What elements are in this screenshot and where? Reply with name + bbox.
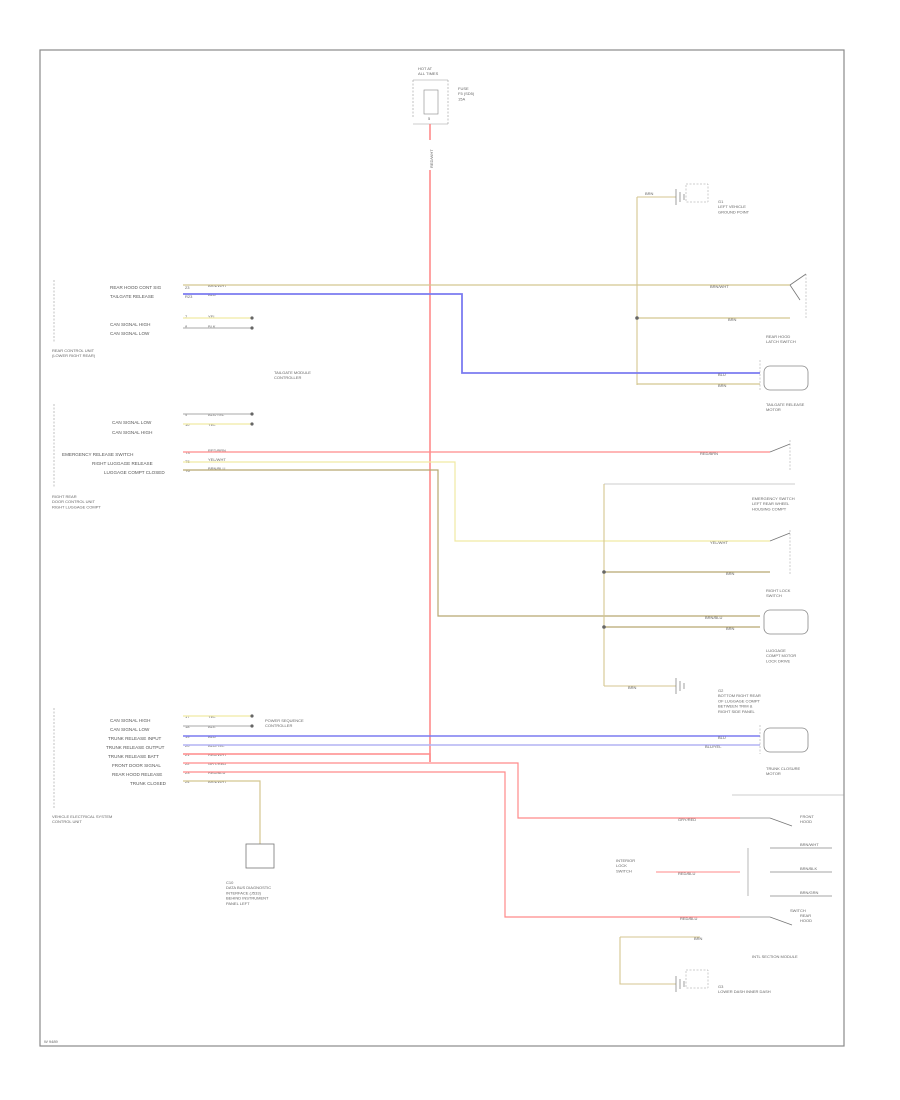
vcu-pin-name-6: FRONT DOOR SIGNAL (112, 763, 161, 768)
rcu-pin-num-4: 8 (185, 324, 188, 329)
intl-section-module: INTL SECTION MODULE (752, 954, 798, 959)
footer-code: W 9489 (44, 1039, 59, 1044)
emergency-switch-wire: RED/BRN (700, 451, 718, 456)
trunk-motor-wire2: BLU/YEL (705, 744, 722, 749)
rear-control-unit-label: REAR CONTROL UNIT(LOWER RIGHT REAR) (52, 348, 96, 358)
switch-pin-1: BRN/WHT (800, 842, 819, 847)
luggage-motor-wire2: BRN (726, 626, 735, 631)
rcu-pin-color-4: BLK (208, 324, 216, 329)
rear-hood-sw-wire: RED/BLU (680, 916, 697, 921)
vcu-pin-name-2: CAN SIGNAL LOW (110, 727, 150, 732)
vcu-pin-name-1: CAN SIGNAL HIGH (110, 718, 150, 723)
diagram-frame (39, 49, 845, 1047)
rear-hood-switch-wire: BRN/WHT (710, 284, 729, 289)
rdc-pin-name-3: EMERGENCY RELEASE SWITCH (62, 452, 133, 457)
rcu-pin-name-3: CAN SIGNAL HIGH (110, 322, 150, 327)
vcu-pin-name-7: REAR HOOD RELEASE (112, 772, 162, 777)
tailgate-motor-wire2: BRN (718, 383, 727, 388)
rcu-pin-color-3: YEL (208, 314, 216, 319)
rdc-pin-name-4: RIGHT LUGGAGE RELEASE (92, 461, 153, 466)
rcu-pin-num-1: 23 (185, 285, 190, 290)
vcu-pin-name-8: TRUNK CLOSED (130, 781, 167, 786)
tailgate-motor-wire1: BLU (718, 372, 726, 377)
switch-pin-2: BRN/BLK (800, 866, 817, 871)
switch-pin-3: BRN/GRN (800, 890, 819, 895)
rcu-pin-num-3: 7 (185, 314, 188, 319)
switch-cluster-label: SWITCH (790, 908, 806, 913)
rcu-pin-num-2: R23 (185, 294, 193, 299)
right-lock-ground-wire: BRN (726, 571, 735, 576)
rdc-pin-name-1: CAN SIGNAL LOW (112, 420, 152, 425)
rdc-pin-name-5: LUGGAGE COMPT CLOSED (104, 470, 165, 475)
top-ground-wire: BRN (645, 191, 654, 196)
rdc-pin-name-2: CAN SIGNAL HIGH (112, 430, 152, 435)
rcu-pin-name-2: TAILGATE RELEASE (110, 294, 154, 299)
svg-text:RED/WHT: RED/WHT (429, 149, 434, 168)
luggage-motor-wire1: BRN/BLU (705, 615, 722, 620)
interior-lock-wire: RED/BLU (678, 871, 695, 876)
rcu-pin-name-1: REAR HOOD CONT SIG (110, 285, 162, 290)
vcu-pin-name-4: TRUNK RELEASE OUTPUT (106, 745, 165, 750)
trunk-motor-wire1: BLU (718, 735, 726, 740)
rdc-pin-color-3: RED/BRN (208, 448, 226, 453)
rdc-pin-color-4: YEL/WHT (208, 457, 226, 462)
ground-g2-wire: BRN (628, 685, 637, 690)
rear-control-unit: REAR CONTROL UNIT(LOWER RIGHT REAR) REAR… (52, 280, 227, 358)
rcu-pin-name-4: CAN SIGNAL LOW (110, 331, 150, 336)
bottom-ground-wire: BRN (694, 936, 703, 941)
vcu-pin-name-5: TRUNK RELEASE BATT (108, 754, 159, 759)
rdc-pin-color-5: BRN/BLU (208, 466, 225, 471)
right-lock-switch-wire: YEL/WHT (710, 540, 728, 545)
fuse-number: 5 (428, 116, 431, 121)
rear-hood-ground-wire: BRN (728, 317, 737, 322)
front-hood-switch-wire: GRY/RED (678, 817, 696, 822)
power-wire: RED/WHT (426, 124, 434, 762)
vcu-pin-name-3: TRUNK RELEASE INPUT (108, 736, 162, 741)
